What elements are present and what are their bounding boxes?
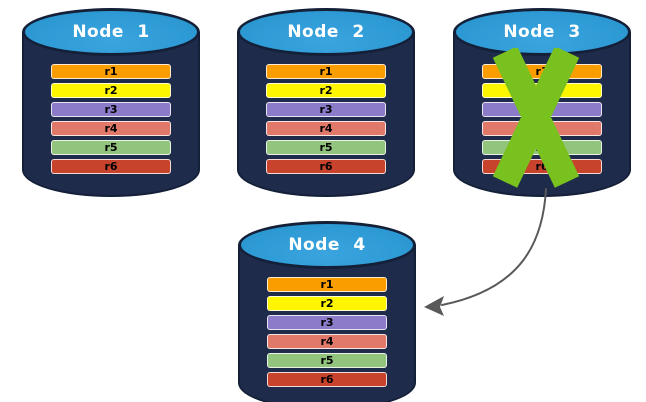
node-4-replica-r2: r2 [267,296,387,311]
node-4-replica-r4: r4 [267,334,387,349]
node-4-replica-r5: r5 [267,353,387,368]
node-1: Node 1 r1 r2 r3 r4 r5 r6 [22,8,200,198]
node-2-replicas: r1 r2 r3 r4 r5 r6 [266,64,386,178]
node-4-replica-r3: r3 [267,315,387,330]
node-2-replica-r1: r1 [266,64,386,79]
node-3-cylinder-top: Node 3 [453,8,631,56]
node-2-replica-r5: r5 [266,140,386,155]
node-1-replica-r6: r6 [51,159,171,174]
node-1-replica-r2: r2 [51,83,171,98]
node-4-replica-r6: r6 [267,372,387,387]
node-4-title: Node 4 [288,235,366,255]
node-2: Node 2 r1 r2 r3 r4 r5 r6 [237,8,415,198]
node-2-replica-r6: r6 [266,159,386,174]
node-1-cylinder-top: Node 1 [22,8,200,56]
node-2-replica-r3: r3 [266,102,386,117]
node-1-title: Node 1 [72,22,150,42]
failure-x-icon [492,48,580,188]
node-1-replica-r3: r3 [51,102,171,117]
node-1-replica-r1: r1 [51,64,171,79]
node-3-title: Node 3 [503,22,581,42]
node-2-cylinder-top: Node 2 [237,8,415,56]
node-2-replica-r2: r2 [266,83,386,98]
rebalance-arrowhead-icon [424,296,444,316]
node-4: Node 4 r1 r2 r3 r4 r5 r6 [238,221,416,402]
node-1-replicas: r1 r2 r3 r4 r5 r6 [51,64,171,178]
node-4-cylinder-top: Node 4 [238,221,416,269]
node-2-replica-r4: r4 [266,121,386,136]
rebalance-arrow-line [441,188,547,306]
node-2-title: Node 2 [287,22,365,42]
node-4-replica-r1: r1 [267,277,387,292]
node-1-replica-r4: r4 [51,121,171,136]
node-4-replicas: r1 r2 r3 r4 r5 r6 [267,277,387,391]
node-1-replica-r5: r5 [51,140,171,155]
